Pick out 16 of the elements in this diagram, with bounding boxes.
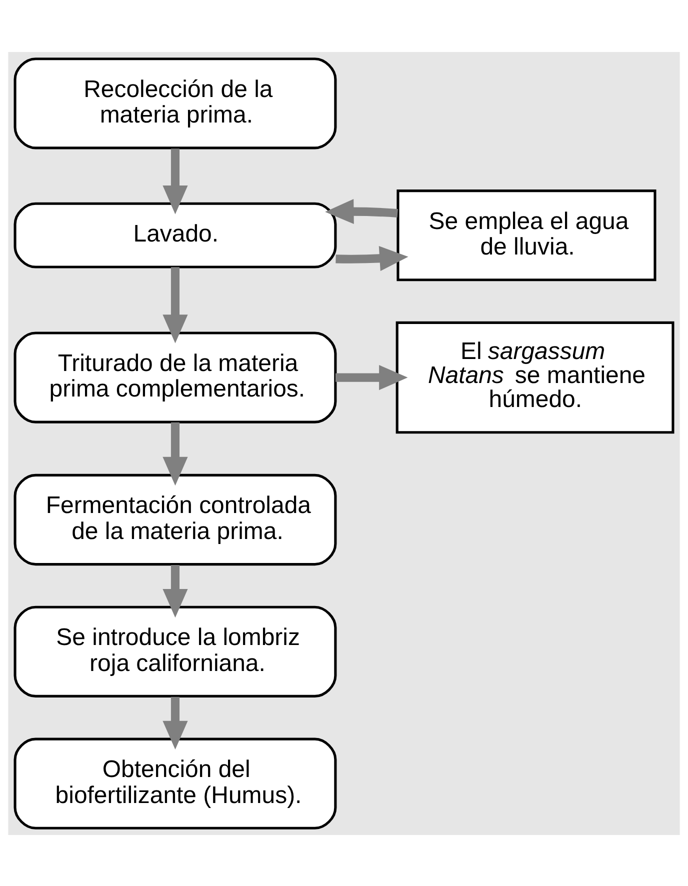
arrow xyxy=(162,148,188,214)
arrow xyxy=(162,564,188,618)
arrow xyxy=(162,422,188,486)
arrow xyxy=(162,266,188,343)
node-box: Lavado. xyxy=(14,202,337,268)
node-box: Se emplea el agua de lluvia. xyxy=(396,189,656,281)
node-box: Triturado de la materia prima complementarios. xyxy=(14,331,337,423)
node-box: Se introduce la lombriz roja californiana. xyxy=(14,605,337,697)
node-box: Recolección de la materia prima. xyxy=(14,57,337,149)
arrow xyxy=(335,364,408,390)
arrow xyxy=(336,246,408,271)
node-box: Obtención del biofertilizante (Humus). xyxy=(14,737,337,829)
arrow xyxy=(325,198,398,224)
node-box: Fermentación controlada de la materia prima. xyxy=(14,473,337,566)
arrow xyxy=(162,696,188,750)
node-box: El sargassum Natans se mantiene húmedo. xyxy=(396,320,674,434)
